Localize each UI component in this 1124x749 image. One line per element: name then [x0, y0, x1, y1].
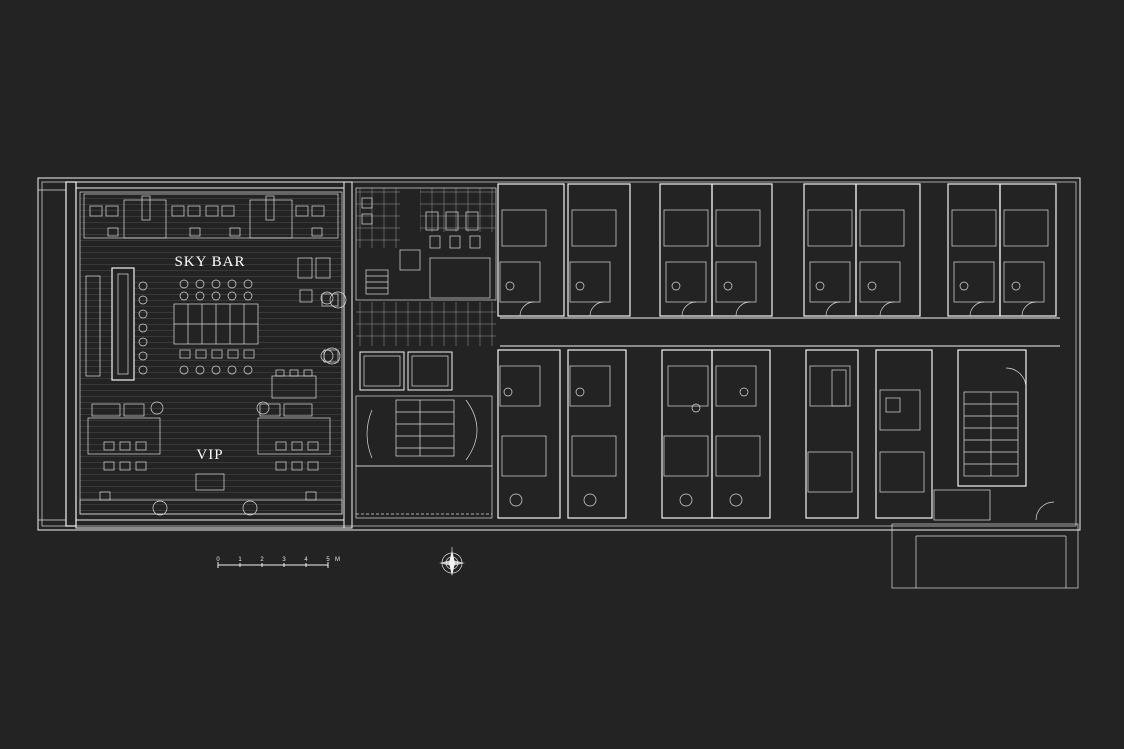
- scale-tick-1: 1: [238, 557, 242, 563]
- sky-bar-area: SKY BAR VIP: [79, 191, 347, 516]
- scale-tick-5: 5: [326, 557, 330, 563]
- building-shell: [37, 177, 1081, 531]
- scale-tick-3: 3: [282, 557, 286, 563]
- north-guest-rooms: [497, 183, 1057, 317]
- scale-tick-2: 2: [260, 557, 264, 563]
- sky-bar-label: SKY BAR: [174, 254, 245, 270]
- vip-label: VIP: [196, 447, 223, 463]
- scale-unit: M: [335, 557, 340, 563]
- scale-tick-0: 0: [216, 557, 220, 563]
- scale-bar: 0 1 2 3 4 5 M: [216, 557, 340, 568]
- scale-tick-4: 4: [304, 557, 308, 563]
- corridor: [500, 317, 1060, 347]
- compass-rose-icon: [439, 547, 465, 576]
- south-guest-rooms: [497, 349, 1079, 589]
- service-core: [343, 181, 497, 529]
